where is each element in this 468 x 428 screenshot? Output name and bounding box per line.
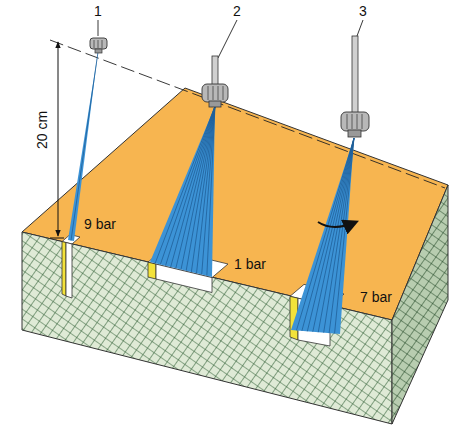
spray-streak <box>160 106 215 265</box>
reference-line <box>50 40 445 188</box>
groove-wall <box>62 242 66 296</box>
spray-streak <box>191 106 215 272</box>
spray-jet <box>68 52 98 241</box>
spray-streak <box>335 138 354 334</box>
pressure-label: 7 bar <box>360 290 392 304</box>
dimension-tick <box>50 238 64 239</box>
spray-streak <box>296 138 354 330</box>
sprays <box>68 52 354 334</box>
spray-streak <box>181 106 215 270</box>
leader-line <box>218 20 237 58</box>
nozzle <box>90 38 107 53</box>
pressure-label: 1 bar <box>234 257 266 271</box>
spray-fan <box>150 106 215 277</box>
groove-cut <box>66 243 72 299</box>
pressure-label: 9 bar <box>84 217 116 231</box>
spray-streak <box>207 106 215 276</box>
spray-streak <box>166 106 216 266</box>
nozzle <box>202 56 228 107</box>
spray-streak <box>197 106 216 273</box>
dimension-line <box>58 42 59 236</box>
soil-side <box>392 185 448 424</box>
rotation-arrow <box>318 222 356 227</box>
groove-wall <box>148 262 156 279</box>
callout-number: 1 <box>94 4 102 18</box>
spray-streak <box>71 52 98 241</box>
spray-streak <box>318 138 354 332</box>
dimension-label: 20 cm <box>35 111 49 149</box>
spray-streak <box>329 138 354 333</box>
callout-number: 2 <box>233 4 241 18</box>
leader-line <box>357 20 363 36</box>
spray-streak <box>324 138 354 333</box>
callout-number: 3 <box>359 4 367 18</box>
spray-streak <box>307 138 354 331</box>
leader-line <box>98 20 99 36</box>
nozzle <box>341 36 369 137</box>
spray-cone <box>291 138 354 334</box>
spray-streak <box>302 138 354 331</box>
